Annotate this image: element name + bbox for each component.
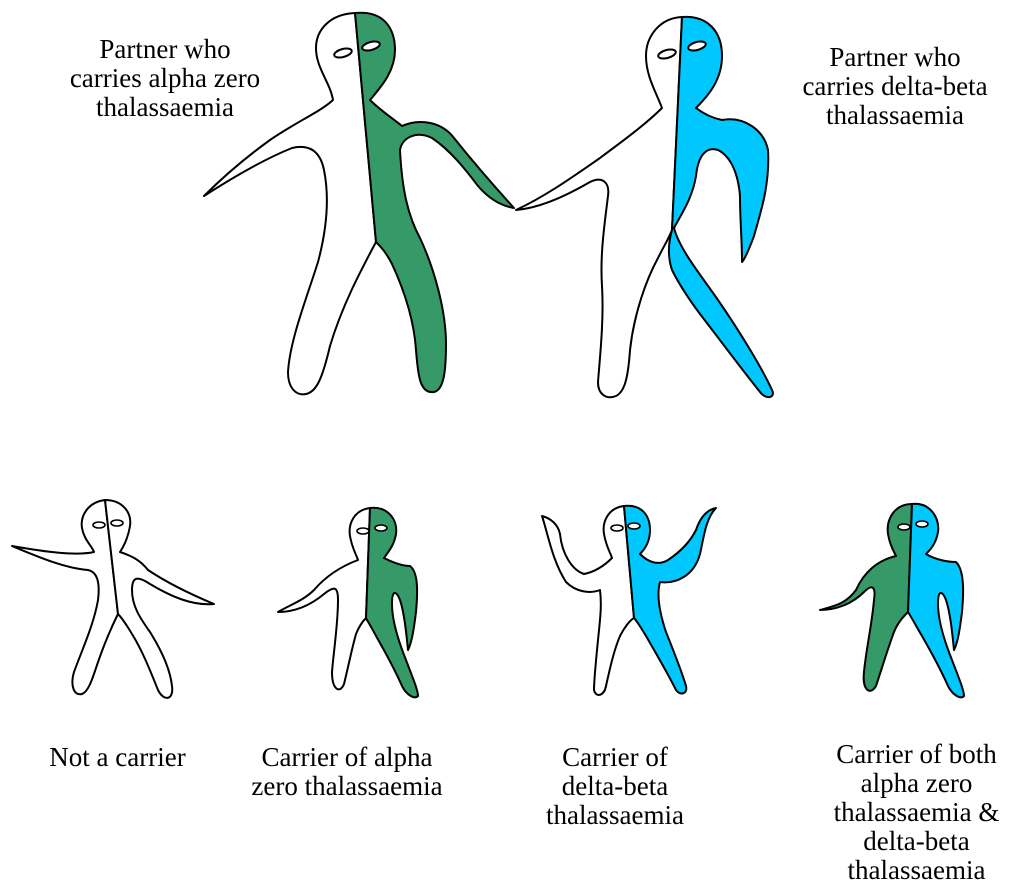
caption-line: carries delta-beta <box>775 72 1015 101</box>
caption-line: thalassaemia <box>40 93 290 122</box>
child-figure-not-carrier <box>12 500 214 698</box>
caption-line: Not a carrier <box>25 743 210 772</box>
caption-line: Carrier of alpha <box>222 743 472 772</box>
child-alpha-zero-caption: Carrier of alpha zero thalassaemia <box>222 743 472 801</box>
parent-figure-delta-beta <box>516 17 773 397</box>
child2-right-half <box>366 508 418 697</box>
caption-line: Carrier of <box>515 743 715 772</box>
caption-line: Carrier of both <box>808 740 1025 769</box>
child1-right-eye <box>111 520 123 526</box>
child1-right-half <box>105 500 214 698</box>
parent-delta-beta-caption: Partner who carries delta-beta thalassae… <box>775 43 1015 130</box>
child1-left-eye <box>93 522 105 528</box>
child4-left-half <box>820 504 912 691</box>
caption-line: carries alpha zero <box>40 64 290 93</box>
child2-left-half <box>278 508 370 689</box>
parent1-right-half <box>355 13 514 392</box>
child-figure-alpha-zero-carrier <box>278 508 418 697</box>
child-figure-delta-beta-carrier <box>542 506 716 695</box>
child1-left-half <box>12 500 118 694</box>
caption-line: Partner who <box>775 43 1015 72</box>
caption-line: delta-beta <box>808 827 1025 856</box>
caption-line: zero thalassaemia <box>222 772 472 801</box>
child-delta-beta-caption: Carrier of delta-beta thalassaemia <box>515 743 715 830</box>
caption-line: thalassaemia <box>808 856 1025 885</box>
parent2-left-half <box>516 17 682 397</box>
child4-right-half <box>908 504 964 697</box>
child3-left-half <box>542 506 634 695</box>
child4-left-eye <box>898 524 910 530</box>
child-both-carrier-caption: Carrier of both alpha zero thalassaemia … <box>808 740 1025 885</box>
caption-line: thalassaemia & <box>808 798 1025 827</box>
caption-line: delta-beta <box>515 772 715 801</box>
caption-line: Partner who <box>40 35 290 64</box>
caption-line: alpha zero <box>808 769 1025 798</box>
child2-right-eye <box>375 525 387 531</box>
parent-alpha-zero-caption: Partner who carries alpha zero thalassae… <box>40 35 290 122</box>
parent2-right-half <box>669 17 773 397</box>
child4-right-eye <box>916 521 928 527</box>
child3-left-eye <box>611 525 623 531</box>
child2-left-eye <box>357 528 369 534</box>
caption-line: thalassaemia <box>775 101 1015 130</box>
child-not-carrier-caption: Not a carrier <box>25 743 210 772</box>
caption-line: thalassaemia <box>515 801 715 830</box>
child3-right-half <box>624 506 716 694</box>
child-figure-both-carrier <box>820 504 964 697</box>
child3-right-eye <box>628 523 640 529</box>
